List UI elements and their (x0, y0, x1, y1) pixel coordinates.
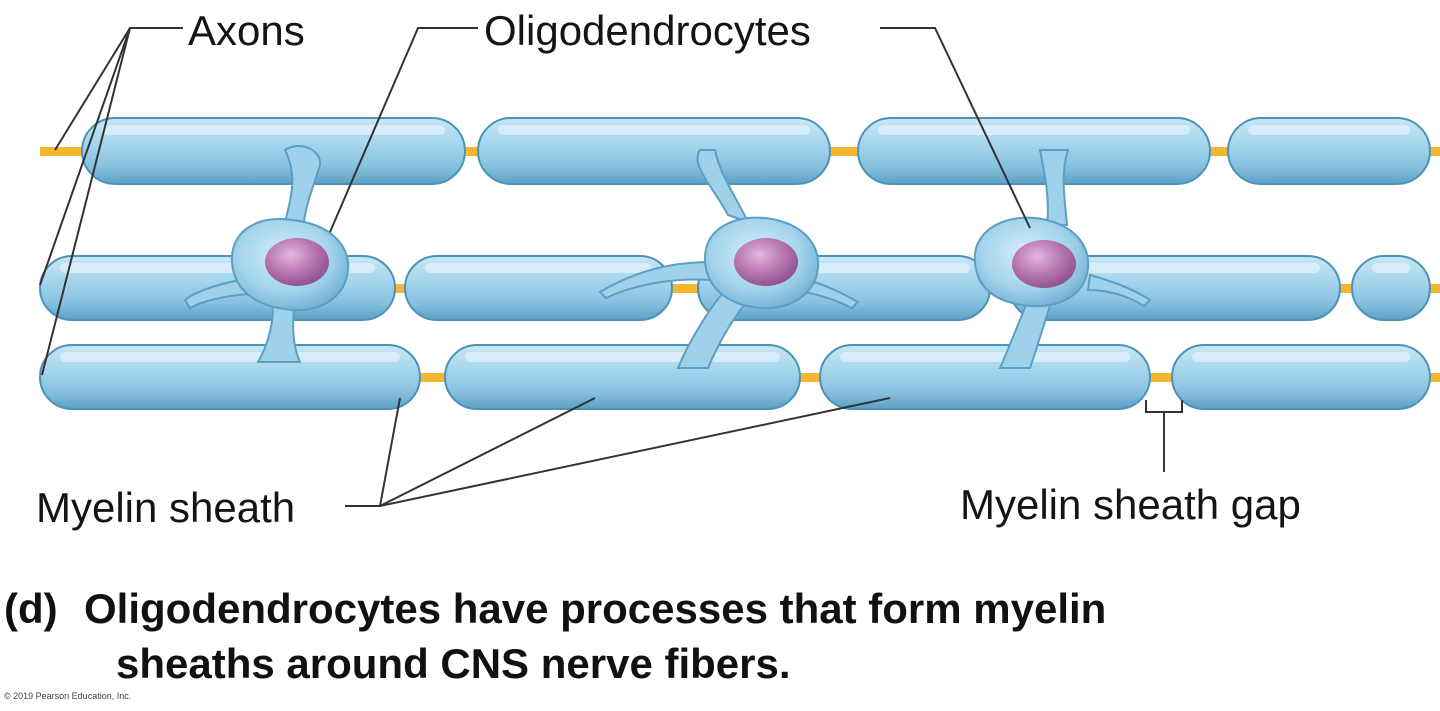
sheath-highlight (1030, 263, 1320, 273)
nucleus (734, 238, 798, 286)
nucleus (265, 238, 329, 286)
leader-lines (39, 27, 1183, 507)
oligodendrocyte-3 (973, 216, 1090, 308)
sheath-highlight (840, 352, 1130, 362)
sheath-highlight (102, 125, 445, 135)
myelin-sheath-gap-label: Myelin sheath gap (960, 481, 1301, 528)
process (676, 288, 752, 369)
process (1086, 273, 1152, 308)
oligodendrocyte-cells (230, 216, 1090, 312)
process (696, 149, 750, 224)
process (598, 260, 714, 300)
sheath-highlight (498, 125, 810, 135)
axons-leader-middle (39, 27, 131, 286)
gap-bracket (1145, 400, 1183, 413)
axons-label: Axons (188, 7, 305, 54)
cell-processes (183, 145, 1152, 369)
oligodendrocyte-2 (703, 216, 820, 310)
oligodendrocytes-leader-left (329, 27, 478, 233)
sheath-highlight (878, 125, 1190, 135)
process (1038, 149, 1070, 226)
sheath-highlight (1372, 263, 1410, 273)
caption-line-2: sheaths around CNS nerve fibers. (116, 640, 791, 687)
axons-leader-bottom (41, 27, 131, 376)
sheath-highlight (1248, 125, 1410, 135)
myelin-sheath-leader-2 (379, 397, 596, 507)
sheath-highlight (465, 352, 780, 362)
sheath-highlight (60, 352, 400, 362)
oligodendrocyte-1 (230, 218, 350, 312)
oligodendrocytes-leader-right (880, 27, 1031, 229)
process (183, 278, 250, 310)
process (256, 299, 302, 363)
copyright-notice: © 2019 Pearson Education, Inc. (4, 691, 132, 701)
nucleus (1012, 240, 1076, 288)
caption-marker: (d) (4, 585, 58, 632)
oligodendrocytes-label: Oligodendrocytes (484, 7, 811, 54)
myelin-sheath-label: Myelin sheath (36, 484, 296, 531)
myelin-sheath-leader-1 (345, 397, 401, 507)
myelin-sheath-segment (1351, 255, 1431, 321)
caption-line-1: Oligodendrocytes have processes that for… (84, 585, 1107, 632)
process (998, 293, 1054, 369)
myelin-sheath-leader-3 (379, 397, 891, 507)
sheath-highlight (425, 263, 652, 273)
sheath-highlight (1192, 352, 1410, 362)
process (281, 145, 322, 234)
